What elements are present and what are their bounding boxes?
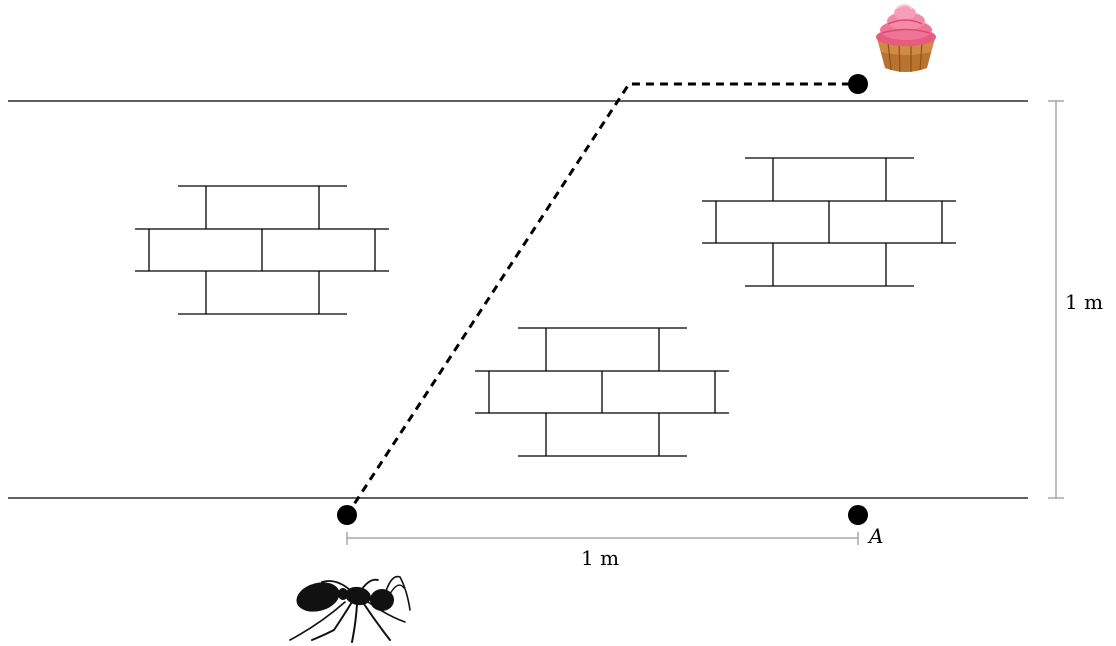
brick-wall-right <box>702 157 956 287</box>
width-dimension-label: 1 m <box>581 546 619 570</box>
width-dimension-marker <box>346 532 859 545</box>
brick-wall-left <box>135 185 389 315</box>
ant-icon <box>289 575 411 643</box>
goal-point <box>848 74 868 94</box>
cupcake-icon <box>876 4 936 73</box>
height-dimension-marker <box>1048 100 1064 499</box>
brick-wall-middle <box>475 327 729 457</box>
height-dimension-label: 1 m <box>1065 290 1103 314</box>
point-a <box>848 505 868 525</box>
ant-path-dashed <box>345 82 858 516</box>
point-a-label: A <box>867 524 883 548</box>
start-point <box>337 505 357 525</box>
